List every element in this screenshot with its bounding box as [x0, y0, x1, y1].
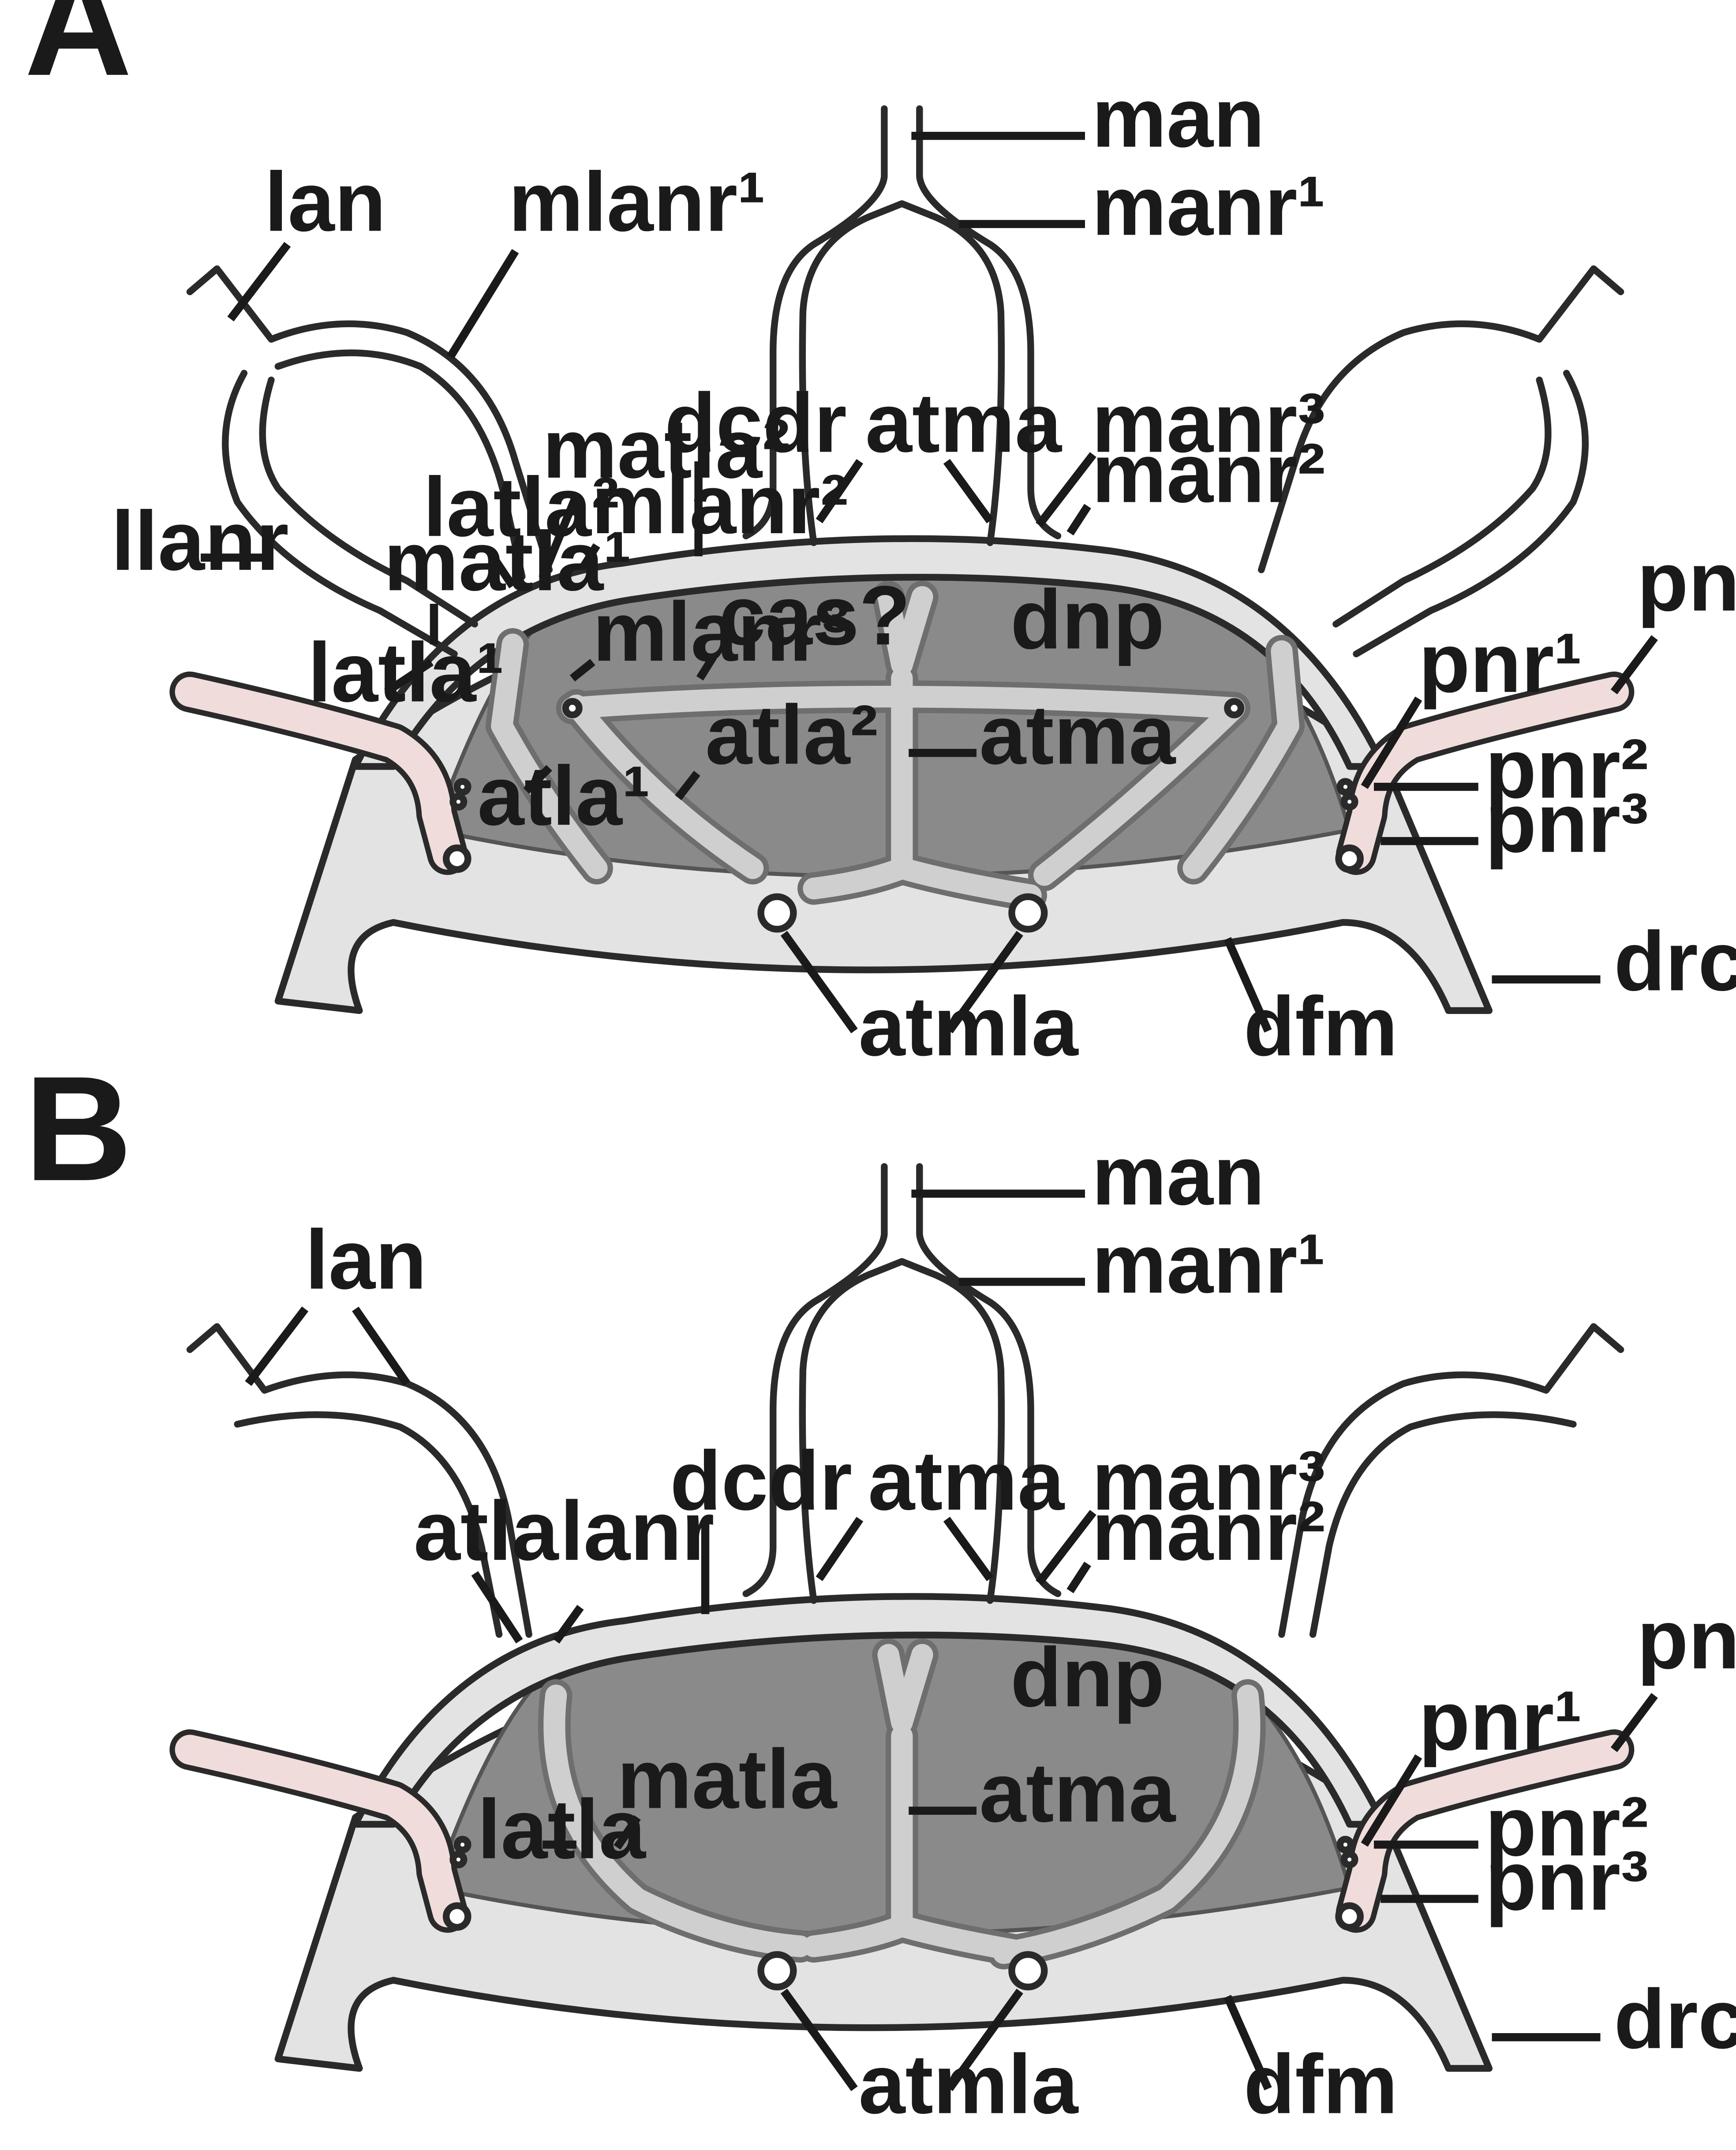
label-dnp: dnp — [1010, 572, 1164, 666]
pn-left — [175, 677, 463, 870]
label-pnr3: pnr³ — [1485, 1834, 1649, 1928]
label-latla2: latla² — [423, 460, 619, 554]
label-lanr: lanr — [560, 1484, 715, 1578]
atmla-dot-left — [757, 893, 797, 933]
label-manr2: manr² — [1092, 426, 1325, 520]
pn-right — [1341, 1735, 1629, 1928]
label-dfm: dfm — [1244, 980, 1398, 1073]
atmla-dot-right — [1008, 893, 1048, 933]
label-matla1: matla¹ — [384, 514, 632, 608]
label-llanr: llanr — [111, 494, 289, 588]
label-manr1: manr¹ — [1092, 159, 1325, 253]
label-pnr2: pnr² — [1485, 1780, 1649, 1873]
lan-nerve — [186, 265, 553, 573]
label-man: man — [1092, 1129, 1265, 1223]
label-atla: atla — [414, 1484, 559, 1578]
label-atma-mid: atma — [979, 1746, 1176, 1840]
panel-a: A — [24, 0, 1736, 1073]
pn-right — [1341, 677, 1629, 870]
label-matla: matla — [617, 1732, 838, 1826]
label-manr3: manr³ — [1092, 1434, 1325, 1528]
label-atla1: atla¹ — [477, 749, 650, 843]
label-pnr1: pnr¹ — [1418, 616, 1582, 710]
man-nerve — [742, 1163, 888, 1597]
label-manr3: manr³ — [1092, 376, 1325, 470]
label-atma-mid: atma — [979, 688, 1176, 782]
label-drcc: drcc — [1614, 1972, 1736, 2066]
label-atmla: atmla — [858, 2037, 1079, 2131]
label-dcdr: dcdr — [670, 1434, 852, 1528]
label-lan: lan — [265, 155, 386, 249]
label-atla2: atla² — [705, 688, 878, 782]
label-mlanr1: mlanr¹ — [509, 155, 766, 249]
label-dcdr: dcdr — [665, 376, 847, 470]
label-pn: pn — [1637, 535, 1736, 628]
label-manr1: manr¹ — [1092, 1217, 1325, 1311]
label-latla: latla — [477, 1782, 646, 1876]
label-pnr1: pnr¹ — [1418, 1674, 1582, 1768]
label-dfm: dfm — [1244, 2037, 1398, 2131]
label-matla2: matla² — [542, 402, 790, 496]
panel-letter: A — [24, 0, 132, 107]
panel-letter: B — [24, 1045, 132, 1212]
label-mlanr3: mlanr³ — [593, 585, 850, 679]
label-atmla: atmla — [858, 980, 1079, 1073]
label-manr2: manr² — [1092, 1484, 1325, 1578]
label-man: man — [1092, 71, 1265, 165]
panel-b: B man manr¹ lan atla lanr dcdr — [24, 1045, 1736, 2131]
leader-lines — [201, 131, 1658, 1033]
label-cas: cas? — [719, 568, 911, 662]
man-nerve — [742, 105, 888, 539]
atmla-dot-left — [757, 1951, 797, 1991]
pn-left — [175, 1735, 463, 1928]
label-atma-top: atma — [868, 1434, 1065, 1528]
label-drcc: drcc — [1614, 914, 1736, 1008]
lan-nerve — [186, 1323, 532, 1638]
label-lan: lan — [305, 1213, 427, 1307]
atmla-dot-right — [1008, 1951, 1048, 1991]
label-atma-top: atma — [865, 376, 1063, 470]
label-pnr2: pnr² — [1485, 722, 1649, 816]
label-pn: pn — [1637, 1593, 1736, 1686]
label-mlanr2: mlanr² — [591, 457, 849, 551]
label-pnr3: pnr³ — [1485, 776, 1649, 870]
label-latla1: latla¹ — [308, 625, 504, 719]
leader-lines — [245, 1189, 1658, 2091]
label-dnp: dnp — [1010, 1630, 1164, 1724]
